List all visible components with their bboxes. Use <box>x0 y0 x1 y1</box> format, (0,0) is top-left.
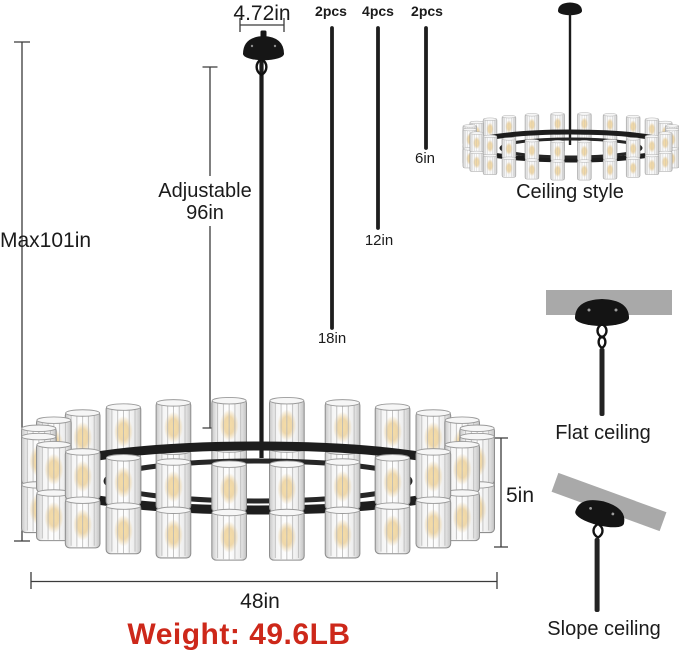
ceiling-style-label: Ceiling style <box>516 181 624 203</box>
crystal-shade-down <box>550 159 565 181</box>
fixture-height-dim-line <box>494 437 508 548</box>
crystal-shade-up <box>64 448 101 501</box>
crystal-shade-up <box>324 458 361 511</box>
main-inner-ring <box>103 458 413 504</box>
crystal-shade-up <box>105 453 142 506</box>
flat-ceiling-label: Flat ceiling <box>555 422 651 444</box>
crystal-shade-down <box>602 158 618 180</box>
crystal-shade-up <box>324 399 361 452</box>
adjustable-height-line1: Adjustable <box>158 180 252 202</box>
crystal-shade-down <box>105 502 142 555</box>
mini-canopy <box>558 2 582 16</box>
adjustable-height-label: Adjustable 96in <box>158 180 251 225</box>
crystal-shade-up <box>469 131 484 153</box>
crystal-shade-up <box>211 396 248 449</box>
crystal-shade-down <box>524 158 540 180</box>
downrods <box>330 26 428 330</box>
adjustable-height-line2: 96in <box>186 202 224 225</box>
crystal-shade-down <box>482 154 498 175</box>
crystal-shade-down <box>415 496 452 549</box>
canopy-width-dim-line <box>239 18 285 32</box>
slope-canopy <box>575 500 625 528</box>
crystal-shade-down <box>324 506 361 559</box>
main-downrod <box>259 56 264 458</box>
crystal-shade-up <box>415 448 452 501</box>
canopy-width-label: 4.72in <box>233 2 291 25</box>
flat-canopy <box>575 299 629 326</box>
crystal-shade-up <box>268 460 305 513</box>
crystal-shade-up <box>374 453 411 506</box>
fixture-height-label: 5in <box>506 484 535 507</box>
rod-qty-label-6in: 2pcs <box>411 3 443 19</box>
main-canopy <box>243 30 284 61</box>
crystal-shade-down <box>577 159 592 181</box>
crystal-shade-up <box>155 399 192 452</box>
weight-label: Weight: 49.6LB <box>127 618 351 651</box>
flat-hook-icon <box>596 322 608 350</box>
main-crystals-front <box>20 432 495 561</box>
crystal-shade-up <box>577 140 592 161</box>
dimension-lines <box>14 18 508 589</box>
flat-downrod <box>599 348 605 416</box>
crystal-shade-down <box>211 508 248 561</box>
crystal-shade-down <box>64 496 101 549</box>
crystal-shade-up <box>626 137 641 159</box>
rod-length-label-12in: 12in <box>364 232 394 249</box>
main-chain-loop-icon <box>255 57 268 77</box>
crystal-shade-up <box>268 396 305 449</box>
crystal-shade-up <box>658 131 673 153</box>
crystal-shade-down <box>155 506 192 559</box>
crystal-shade-down <box>626 156 641 178</box>
rod-qty-label-18in: 2pcs <box>315 3 347 19</box>
max-height-label: Max101in <box>0 229 92 252</box>
crystal-shade-up <box>644 134 660 156</box>
crystal-shade-up <box>482 134 498 156</box>
crystal-shade-up <box>155 458 192 511</box>
crystal-shade-up <box>524 139 540 160</box>
crystal-shade-up <box>550 140 565 161</box>
rod-length-label-18in: 18in <box>317 330 347 347</box>
crystal-shade-down <box>268 508 305 561</box>
slope-downrod <box>594 538 600 612</box>
rod-qty-label-12in: 4pcs <box>362 3 394 19</box>
crystal-shade-down <box>658 150 673 172</box>
mini-inner-ring <box>499 137 643 159</box>
fixture-width-label: 48in <box>240 590 280 613</box>
mini-downrod <box>568 13 572 145</box>
crystal-shade-up <box>501 137 517 159</box>
crystal-shade-down <box>374 502 411 555</box>
crystal-shade-down <box>501 156 517 178</box>
main-chandelier-illustration <box>20 30 495 561</box>
flat-ceiling-illustration <box>546 290 672 416</box>
ceiling-style-illustration <box>462 2 679 181</box>
slope-ceiling-illustration <box>551 472 667 612</box>
crystal-shade-down <box>469 150 484 172</box>
slope-ceiling-slab <box>551 472 667 532</box>
slope-hook-icon <box>592 522 604 539</box>
crystal-shade-down <box>644 154 660 175</box>
slope-ceiling-label: Slope ceiling <box>547 618 661 640</box>
crystal-shade-up <box>211 460 248 513</box>
crystal-shade-up <box>602 139 618 160</box>
rod-length-label-6in: 6in <box>414 150 436 167</box>
adjustable-dim-line <box>202 66 218 429</box>
fixture-width-dim-line <box>30 572 498 589</box>
